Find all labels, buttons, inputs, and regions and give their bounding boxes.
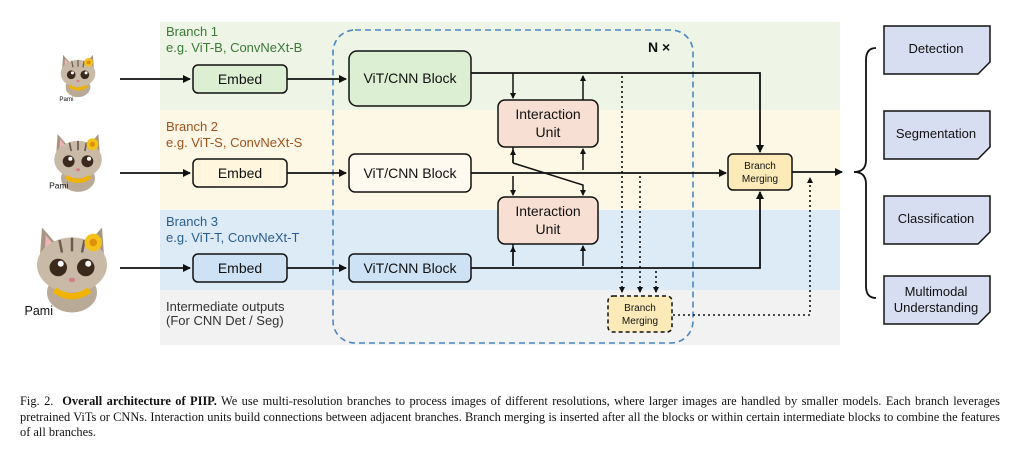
block-label-3: ViT/CNN Block xyxy=(363,260,457,276)
embed-label-2: Embed xyxy=(218,165,262,181)
vit-cnn-block-1 xyxy=(348,50,472,107)
architecture-diagram: Branch 1 e.g. ViT-B, ConvNeXt-B Branch 2… xyxy=(25,22,991,345)
intermediate-outputs-sublabel: (For CNN Det / Seg) xyxy=(166,313,284,328)
branch-1-flow xyxy=(471,72,764,153)
repeat-frame xyxy=(332,29,694,344)
repeat-label: N × xyxy=(648,39,670,55)
branch-1-example: e.g. ViT-B, ConvNeXt-B xyxy=(166,40,302,55)
caption-title: Overall architecture of PIIP. xyxy=(62,394,217,408)
branch-3-example: e.g. ViT-T, ConvNeXt-T xyxy=(166,230,299,245)
branch-3-flow xyxy=(471,191,764,269)
caption-text: We use multi-resolution branches to proc… xyxy=(20,394,1000,439)
branch-3-title: Branch 3 xyxy=(166,214,218,229)
output-multimodal: Multimodal Understanding xyxy=(883,275,991,325)
cat-label: Pami xyxy=(49,181,68,191)
output-classification: Classification xyxy=(883,195,991,245)
interaction-unit-2 xyxy=(497,196,599,245)
output-segmentation-label: Segmentation xyxy=(896,126,976,141)
cat-image-medium: Pami xyxy=(49,134,102,192)
branch-2-title: Branch 2 xyxy=(166,119,218,134)
intermediate-lane xyxy=(160,290,840,345)
output-brace xyxy=(853,47,877,299)
output-detection-label: Detection xyxy=(909,41,964,56)
intermediate-dotted-out xyxy=(673,177,813,316)
output-segmentation: Segmentation xyxy=(883,110,991,160)
branch-merging-label-line2: Merging xyxy=(742,174,778,185)
caption-prefix: Fig. 2. xyxy=(20,394,54,408)
figure-caption: Fig. 2. Overall architecture of PIIP. We… xyxy=(20,394,1000,441)
cat-label: Pami xyxy=(59,96,73,103)
interaction-unit-1-label-line1: Interaction xyxy=(515,106,580,122)
block-label-1: ViT/CNN Block xyxy=(363,70,457,86)
interaction-unit-2-label-line1: Interaction xyxy=(515,203,580,219)
output-classification-label: Classification xyxy=(898,211,975,226)
output-detection: Detection xyxy=(883,25,991,75)
embed-label-3: Embed xyxy=(218,260,262,276)
interaction-unit-2-label-line2: Unit xyxy=(536,221,561,237)
output-multimodal-label-line2: Understanding xyxy=(894,300,979,315)
interaction-unit-1-label-line2: Unit xyxy=(536,124,561,140)
cat-image-large: Pami xyxy=(25,227,107,318)
branch-1-title: Branch 1 xyxy=(166,24,218,39)
intermediate-outputs-label: Intermediate outputs xyxy=(166,299,285,314)
block-label-2: ViT/CNN Block xyxy=(363,165,457,181)
cat-image-small: Pami xyxy=(59,54,96,103)
interaction-unit-1 xyxy=(497,99,599,148)
intermediate-merging-label-line2: Merging xyxy=(622,316,658,327)
branch-merging-label-line1: Branch xyxy=(744,161,776,172)
cat-label: Pami xyxy=(25,304,53,318)
embed-label-1: Embed xyxy=(218,71,262,87)
intermediate-branch-merging-box xyxy=(607,295,673,333)
intermediate-merging-label-line1: Branch xyxy=(624,303,656,314)
branch-2-example: e.g. ViT-S, ConvNeXt-S xyxy=(166,135,303,150)
output-multimodal-label-line1: Multimodal xyxy=(905,284,968,299)
